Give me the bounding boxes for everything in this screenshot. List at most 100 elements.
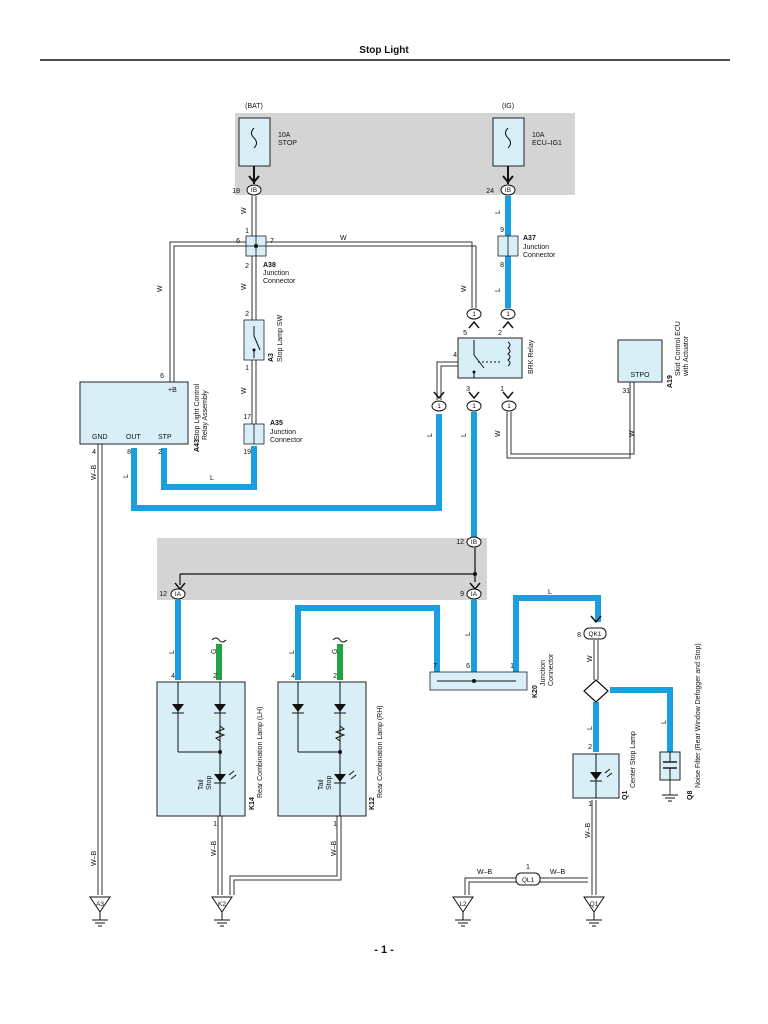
stop-fuse-icon xyxy=(251,127,257,149)
a43-out: OUT xyxy=(126,434,142,441)
a43-name2: Relay Assembly xyxy=(202,390,209,440)
a3-name: Stop Lamp SW xyxy=(277,315,284,362)
brk-pin1: 1 xyxy=(500,386,504,393)
ia-left-pin: 12 xyxy=(159,591,167,598)
k12-pin-l: 4 xyxy=(291,673,295,680)
a3-pin-bottom: 1 xyxy=(245,365,249,372)
svg-text:L: L xyxy=(169,650,176,654)
a43-num-stp: 2 xyxy=(158,449,162,456)
k12-wire-break xyxy=(332,637,348,643)
ia-right-code: IA xyxy=(471,591,478,598)
k14-pin-gnd: 1 xyxy=(213,821,217,828)
svg-text:L: L xyxy=(461,433,468,437)
a43-num-gnd: 4 xyxy=(92,449,96,456)
a43-gnd: GND xyxy=(92,434,108,441)
k20-code: K20 xyxy=(532,685,539,698)
ia-left-code: IA xyxy=(175,591,182,598)
svg-text:W–B: W–B xyxy=(91,851,98,867)
qk1-code: QK1 xyxy=(588,631,601,638)
ia-connector-left xyxy=(170,588,186,600)
svg-text:W–B: W–B xyxy=(91,465,98,481)
ecu-ig1-fuse xyxy=(492,117,525,167)
junction-panel-bg xyxy=(157,538,487,600)
svg-text:W: W xyxy=(340,235,347,242)
q8-capacitor-icon xyxy=(662,752,678,802)
k12-lamp1: Tail xyxy=(318,779,325,790)
a35-pin-bottom: 19 xyxy=(243,449,251,456)
stop-fuse-name: STOP xyxy=(278,140,297,147)
ib-bat-pin: 18 xyxy=(232,188,240,195)
q1-name: Center Stop Lamp xyxy=(630,731,637,788)
ql1-pin: 1 xyxy=(526,864,530,871)
brk-pin5: 5 xyxy=(463,330,467,337)
a38-pin-right: 7 xyxy=(270,238,274,245)
a38-pin-top: 1 xyxy=(245,228,249,235)
k14-lamp1: Tail xyxy=(198,779,205,790)
a38-code: A38 xyxy=(263,262,276,269)
svg-text:W–B: W–B xyxy=(211,841,218,857)
stop-fuse xyxy=(238,117,271,167)
qk1-arrow-icon xyxy=(590,615,602,624)
a35-name2: Connector xyxy=(270,437,303,444)
svg-text:1: 1 xyxy=(507,403,511,410)
blue-wires xyxy=(131,196,673,752)
svg-text:L: L xyxy=(289,650,296,654)
ia-right-pin: 9 xyxy=(460,591,464,598)
q8-code: Q8 xyxy=(687,791,694,800)
brk-pin3: 3 xyxy=(466,386,470,393)
k14-pin-l: 4 xyxy=(171,673,175,680)
svg-text:1: 1 xyxy=(472,311,476,318)
page-title: Stop Light xyxy=(359,45,409,56)
ig-fuse-arrow-icon xyxy=(502,175,514,184)
q1-pin-bottom: 1 xyxy=(588,801,592,808)
ground-k2: K2 xyxy=(211,896,233,927)
svg-text:L: L xyxy=(465,632,472,636)
q1-pin-top: 2 xyxy=(588,744,592,751)
ib-bat-code: IB xyxy=(251,187,257,194)
k14-rear-combination-lamp-lh xyxy=(156,681,246,817)
page-number: - 1 - xyxy=(374,944,394,956)
a19-terminal: STPO xyxy=(630,372,650,379)
svg-text:1: 1 xyxy=(472,403,476,410)
svg-text:W–B: W–B xyxy=(477,869,493,876)
brk-relay-coil-icon xyxy=(507,341,511,367)
svg-text:W: W xyxy=(241,283,248,290)
a43-name1: Stop Light Control xyxy=(194,384,201,440)
a35-code: A35 xyxy=(270,420,283,427)
ecu-ig1-fuse-amp: 10A xyxy=(532,132,545,139)
q8-name: Noise Filter (Rear Window Defogger and S… xyxy=(695,643,702,788)
brk-pin4: 4 xyxy=(453,352,457,359)
a38-pin-left: 6 xyxy=(236,238,240,245)
ql1-code: QL1 xyxy=(522,877,535,884)
k14-wire-break xyxy=(211,637,227,643)
svg-text:L: L xyxy=(548,589,552,596)
svg-text:W: W xyxy=(629,430,636,437)
thin-wires xyxy=(97,196,671,895)
brk-pin1-arrow-icon xyxy=(502,391,514,400)
svg-text:L: L xyxy=(495,288,502,292)
svg-text:1: 1 xyxy=(437,403,441,410)
a38-name1: Junction xyxy=(263,270,289,277)
ig-label: (IG) xyxy=(502,103,514,110)
ia-connector-right xyxy=(466,588,482,600)
svg-text:A3: A3 xyxy=(96,901,104,908)
q1-code: Q1 xyxy=(622,791,629,800)
ground-l2: L2 xyxy=(452,896,474,927)
a35-name1: Junction xyxy=(270,429,296,436)
a19-name1: Skid Control ECU xyxy=(675,321,682,376)
k12-rear-combination-lamp-rh xyxy=(277,681,367,817)
k12-name: Rear Combination Lamp (RH) xyxy=(377,705,384,798)
svg-text:L: L xyxy=(587,726,594,730)
k12-pin-g: 2 xyxy=(333,673,337,680)
k20-pin1: 1 xyxy=(510,663,514,670)
a3-pin-top: 2 xyxy=(245,311,249,318)
k20-pin6: 6 xyxy=(466,663,470,670)
a38-pin-bottom: 2 xyxy=(245,263,249,270)
brk-pin2: 2 xyxy=(498,330,502,337)
ib-connector-bat xyxy=(246,184,262,196)
k12-lamp2: Stop xyxy=(326,775,333,790)
svg-text:G: G xyxy=(211,649,218,654)
svg-text:W–B: W–B xyxy=(585,823,592,839)
stop-fuse-amp: 10A xyxy=(278,132,291,139)
